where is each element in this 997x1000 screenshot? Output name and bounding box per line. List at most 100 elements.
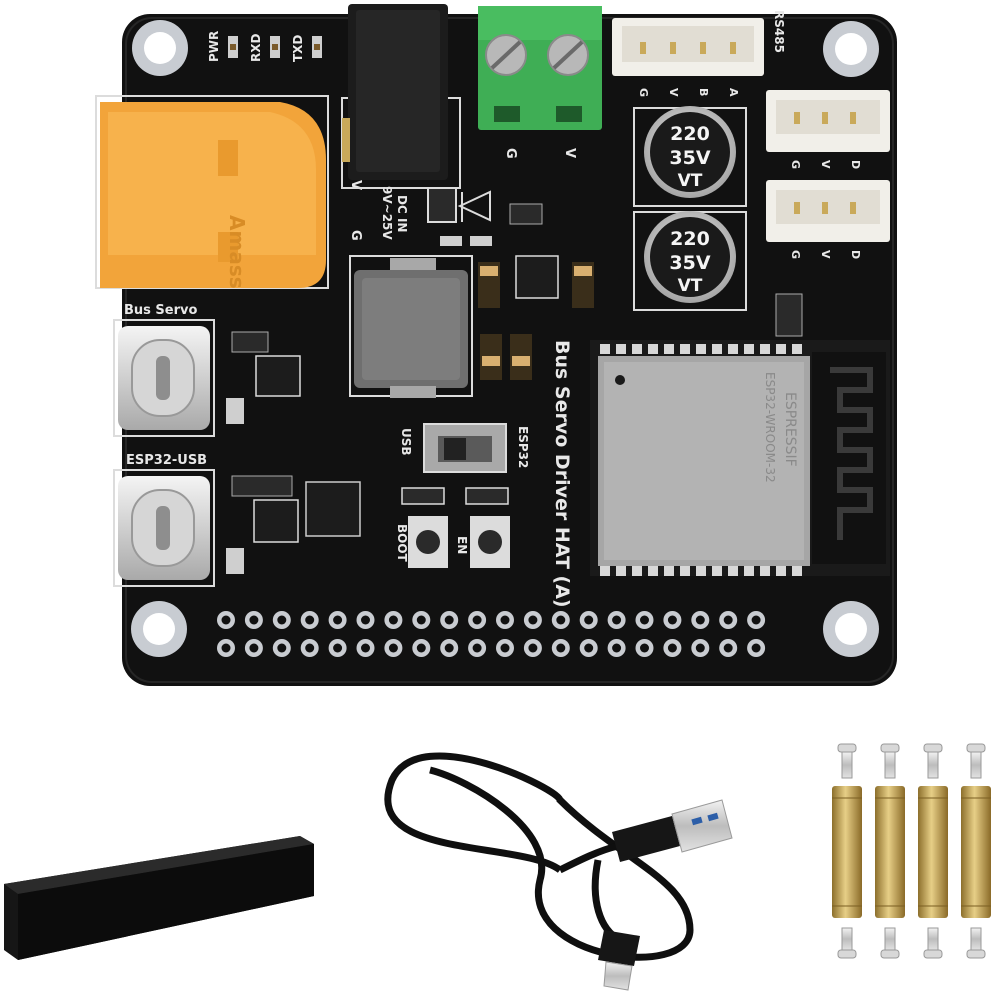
gpio-hole [579, 611, 598, 629]
gpio-hole [300, 639, 319, 657]
gpio-hole [663, 611, 682, 629]
pcb-board: PWR RXD TXD Amass V G DC IN 9V~25V [95, 4, 897, 686]
rs485-pin-v: V [667, 88, 680, 97]
gpio-hole [691, 639, 710, 657]
xt30-v-label: V [348, 180, 363, 190]
terminal-v-label: V [562, 148, 577, 158]
usb-cable [384, 752, 733, 991]
gpio-hole [607, 639, 626, 657]
cap1-series: VT [678, 171, 703, 191]
gpio-hole [719, 611, 738, 629]
rs485-pin-b: B [697, 88, 710, 96]
standoff [918, 743, 948, 959]
screw-terminal: G V [478, 6, 602, 159]
cap2-series: VT [678, 276, 703, 296]
gpio-hole [440, 639, 459, 657]
en-label: EN [455, 536, 469, 554]
cap2-voltage: 35V [669, 252, 710, 274]
gpio-hole [579, 639, 598, 657]
gpio-hole [747, 639, 766, 657]
gpio-hole [496, 611, 514, 629]
usb-c-port-bus-servo: Bus Servo [113, 303, 215, 437]
standoff-kit [832, 743, 991, 959]
gpio-hole [217, 639, 235, 657]
gpio-hole [272, 611, 291, 629]
servo2-pin-g: G [789, 250, 802, 259]
gpio-hole [523, 639, 542, 657]
standoff [832, 743, 862, 959]
rs485-connector: RS485 G V B A [612, 10, 786, 97]
terminal-g-label: G [503, 148, 518, 159]
led-txd-label: TXD [291, 35, 305, 62]
mounting-hole-br [823, 601, 879, 657]
stacking-pin-header [4, 730, 314, 960]
xt30-power-connector: Amass V G [95, 95, 363, 289]
capacitor-1: 220 35V VT [633, 106, 747, 207]
gpio-hole [523, 611, 542, 629]
capacitor-2: 220 35V VT [633, 211, 747, 311]
dc-in-label: DC IN [395, 195, 409, 232]
cap1-voltage: 35V [669, 147, 710, 169]
mounting-hole-tl [132, 20, 188, 76]
board-name-label: Bus Servo Driver HAT (A) [551, 340, 573, 608]
servo2-pin-v: V [819, 250, 832, 259]
esp32-module: ESPRESSIF ESP32-WROOM-32 [590, 340, 890, 576]
xt30-g-label: G [348, 230, 363, 241]
gpio-hole [412, 639, 431, 657]
gpio-hole [412, 611, 431, 629]
standoff [961, 743, 991, 959]
gpio-hole [607, 611, 626, 629]
gpio-hole [747, 611, 766, 629]
gpio-hole [551, 639, 570, 657]
gpio-hole [468, 611, 487, 629]
mounting-hole-tr [823, 21, 879, 77]
mounting-hole-bl [131, 601, 187, 657]
gpio-hole [356, 611, 375, 629]
gpio-hole [217, 611, 235, 629]
standoff [875, 743, 905, 959]
boot-button: BOOT [395, 516, 448, 568]
gpio-hole [300, 611, 319, 629]
servo1-pin-d: D [849, 160, 862, 169]
cap1-value: 220 [670, 123, 710, 145]
servo2-pin-d: D [849, 250, 862, 259]
module-brand: ESPRESSIF [782, 392, 798, 467]
gpio-header-holes [217, 611, 766, 657]
boot-label: BOOT [395, 524, 409, 563]
esp32-usb-label: ESP32-USB [126, 453, 207, 468]
rs485-label: RS485 [772, 10, 786, 53]
gpio-hole [551, 611, 570, 629]
gpio-hole [356, 639, 375, 657]
gpio-hole [384, 611, 403, 629]
gpio-hole [328, 639, 347, 657]
gpio-hole [468, 639, 487, 657]
power-inductor [349, 255, 473, 398]
gpio-hole [440, 611, 459, 629]
gpio-hole [663, 639, 682, 657]
servo1-pin-g: G [789, 160, 802, 169]
dc-range-label: 9V~25V [380, 186, 394, 240]
gpio-hole [496, 639, 514, 657]
gpio-hole [272, 639, 291, 657]
led-pwr-label: PWR [207, 31, 221, 62]
rs485-pin-a: A [727, 88, 740, 97]
switch-esp32-label: ESP32 [516, 426, 530, 468]
led-rxd-label: RXD [249, 34, 263, 62]
dc-barrel-jack: DC IN 9V~25V [341, 4, 461, 240]
gpio-hole [719, 639, 738, 657]
mode-switch: USB ESP32 [399, 423, 530, 473]
gpio-hole [635, 639, 654, 657]
usb-c-port-esp32: ESP32-USB [113, 453, 215, 587]
gpio-hole [244, 611, 263, 629]
servo-connector-1: G V D [766, 90, 890, 169]
cap2-value: 220 [670, 228, 710, 250]
switch-usb-label: USB [399, 428, 413, 456]
servo1-pin-v: V [819, 160, 832, 169]
rs485-pin-g: G [637, 88, 650, 97]
bus-servo-label: Bus Servo [124, 303, 197, 318]
module-model: ESP32-WROOM-32 [763, 372, 777, 483]
gpio-hole [635, 611, 654, 629]
gpio-hole [244, 639, 263, 657]
svg-text:Amass: Amass [225, 215, 249, 289]
